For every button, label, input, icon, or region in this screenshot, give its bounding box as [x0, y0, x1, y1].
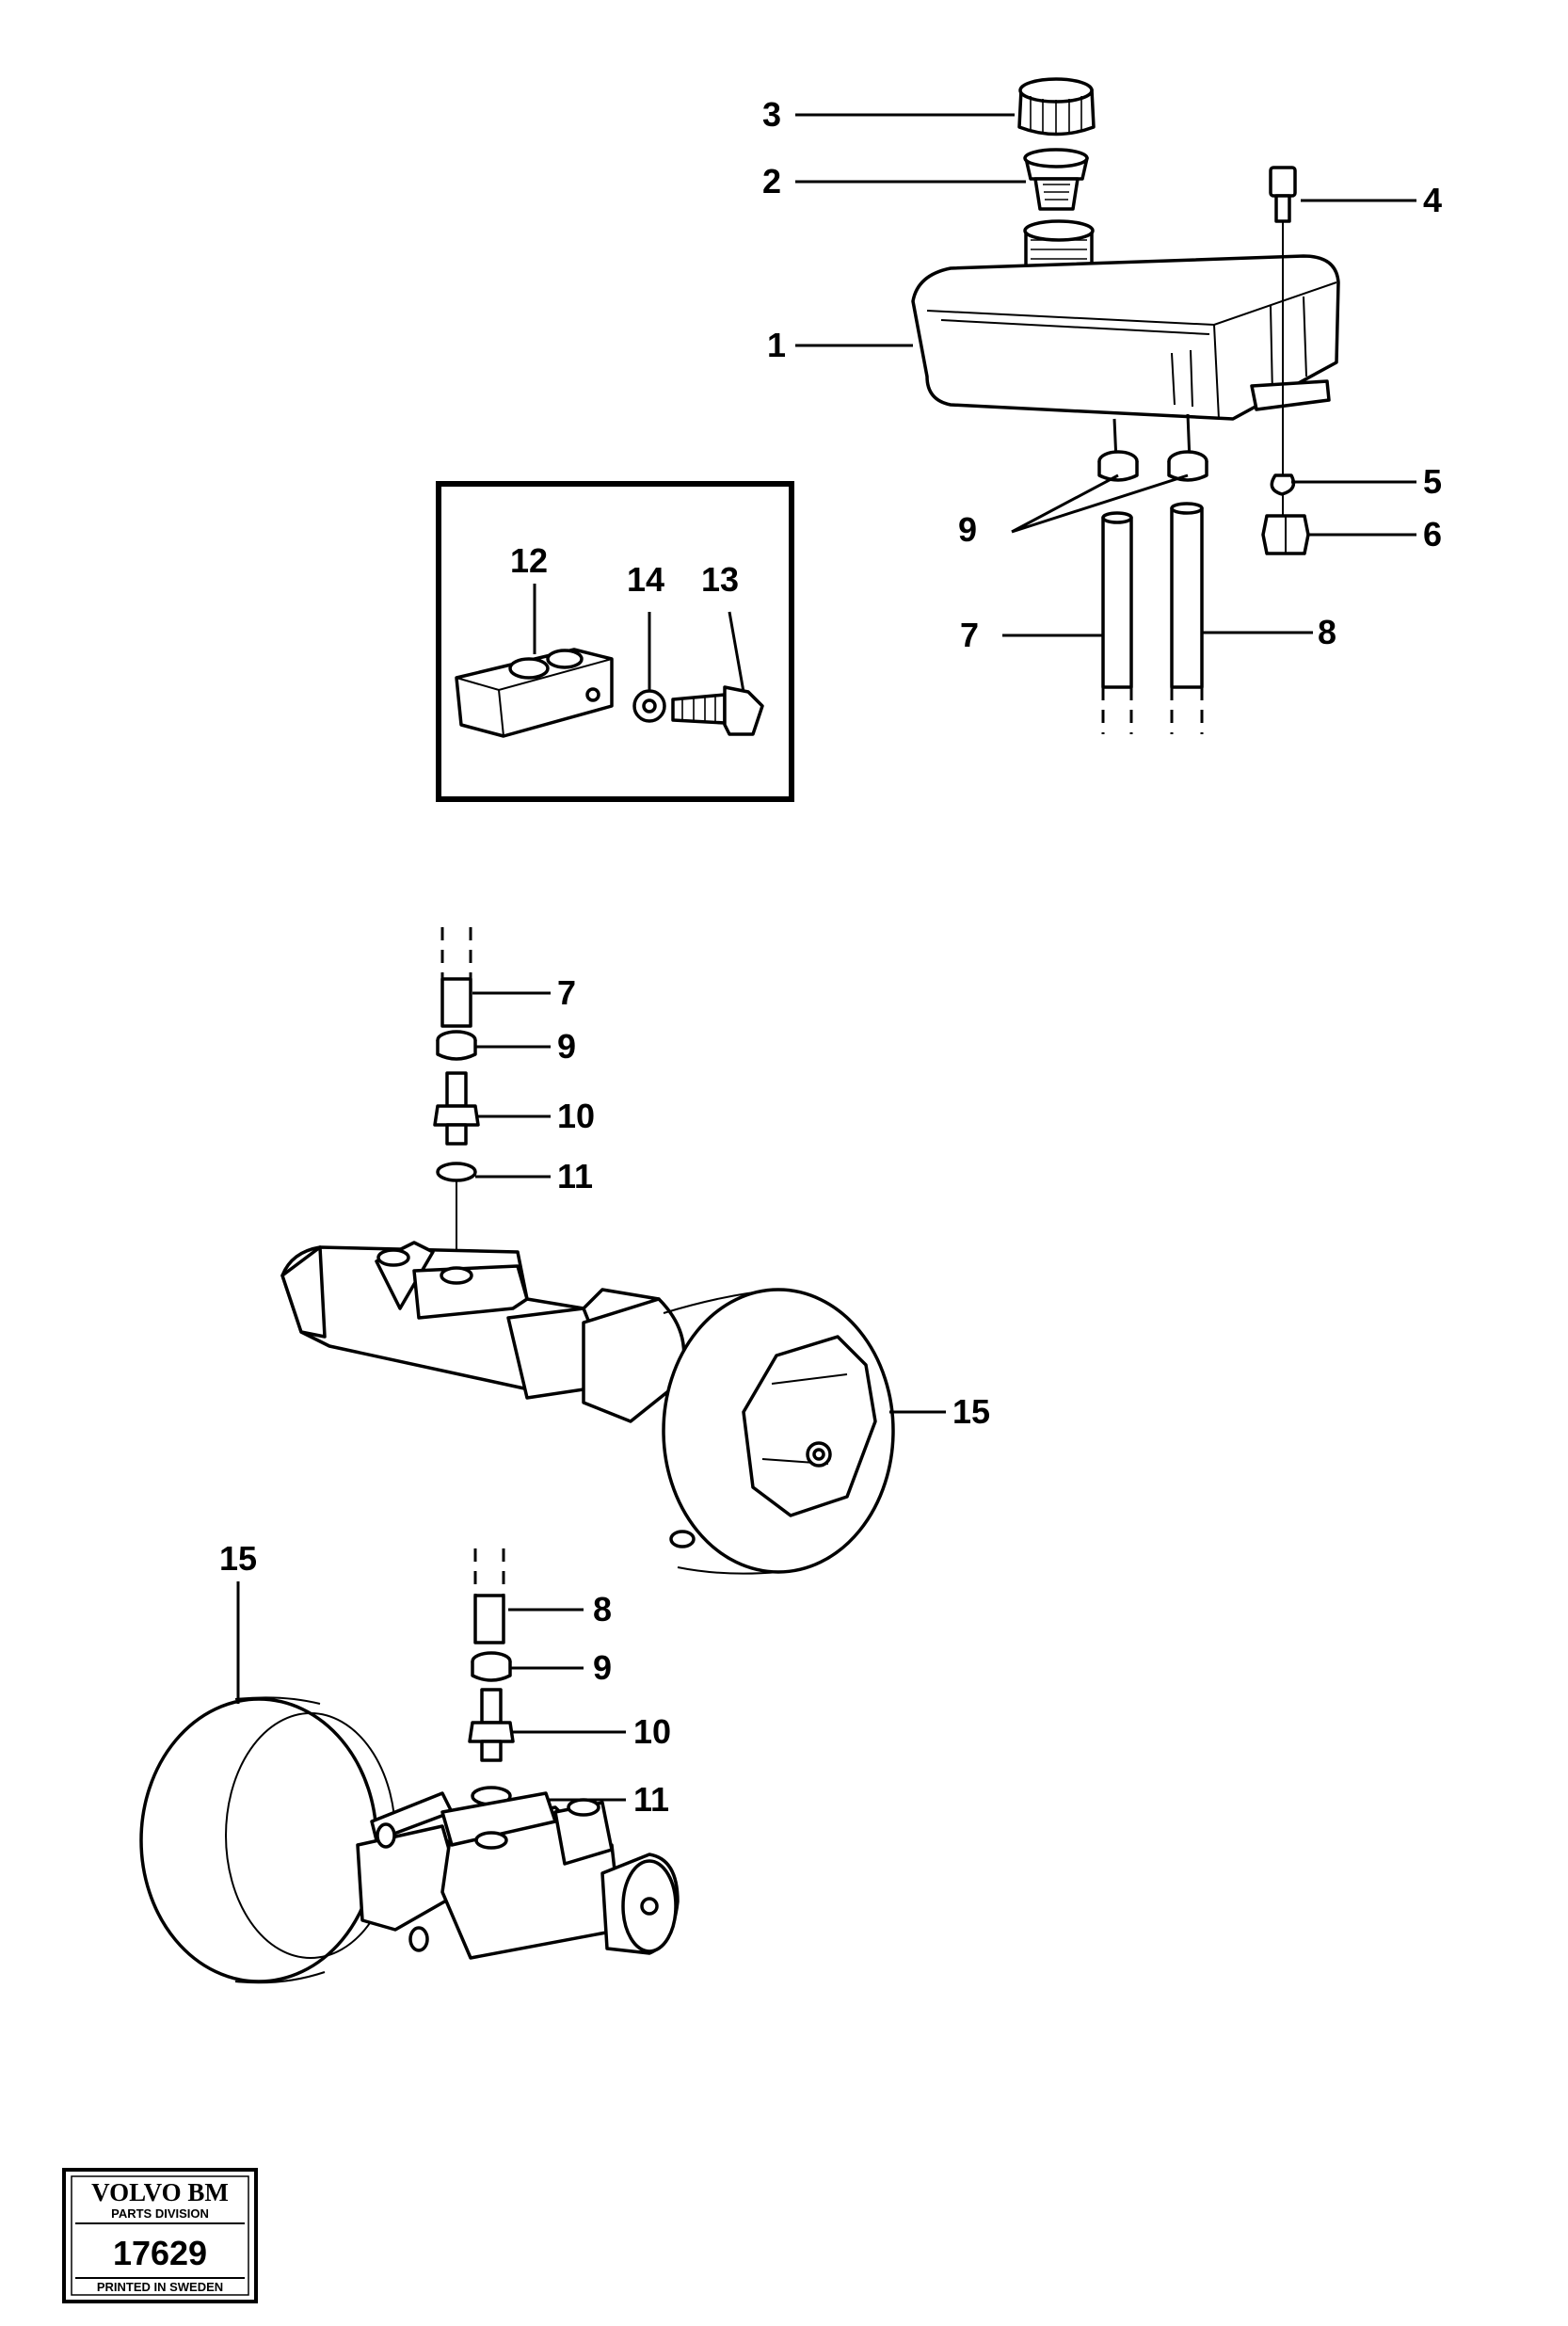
- lower-master-cylinder: [139, 1696, 680, 1984]
- callout-labels: 3 2 4 1 5 6 9 7 8 12 14 13 7 9 10 11 15 …: [219, 95, 1442, 1819]
- callout-9-mid: 9: [557, 1027, 576, 1066]
- bolt-4: [1269, 166, 1297, 527]
- callout-15-upper: 15: [952, 1392, 990, 1431]
- callout-8-top: 8: [1318, 613, 1336, 651]
- inset-detail-box: [436, 481, 794, 802]
- callout-10-low: 10: [633, 1712, 671, 1751]
- callout-9-top: 9: [958, 510, 977, 549]
- hoses-7-8: [1101, 502, 1204, 734]
- nut-6: [1261, 514, 1310, 555]
- callout-4: 4: [1423, 181, 1442, 219]
- callout-12: 12: [510, 541, 548, 580]
- callout-14: 14: [627, 560, 664, 599]
- filler-cap: [1017, 77, 1096, 136]
- callout-7-mid: 7: [557, 973, 576, 1012]
- hose-clamps-9: [1097, 413, 1208, 482]
- callout-7-top: 7: [960, 616, 979, 654]
- callout-11-low: 11: [633, 1780, 669, 1819]
- stamp-printed: PRINTED IN SWEDEN: [97, 2280, 223, 2294]
- stamp-number: 17629: [113, 2234, 207, 2272]
- volvo-bm-stamp: VOLVO BM PARTS DIVISION 17629 PRINTED IN…: [62, 2168, 258, 2303]
- stamp-division: PARTS DIVISION: [111, 2206, 209, 2221]
- callout-9-low: 9: [593, 1648, 612, 1687]
- callout-13: 13: [701, 560, 739, 599]
- callout-6: 6: [1423, 515, 1442, 553]
- fluid-reservoir: [911, 219, 1340, 421]
- callout-1: 1: [767, 326, 786, 364]
- callout-5: 5: [1423, 462, 1442, 501]
- callout-10-mid: 10: [557, 1097, 595, 1135]
- upper-fitting-stack: [433, 927, 480, 1261]
- strainer: [1023, 148, 1089, 211]
- upper-master-cylinder: [280, 1241, 895, 1575]
- clip-5: [1270, 473, 1296, 496]
- callout-2: 2: [762, 162, 781, 201]
- stamp-brand: VOLVO BM: [91, 2178, 229, 2206]
- callout-8-low: 8: [593, 1590, 612, 1628]
- callout-11-mid: 11: [557, 1157, 593, 1195]
- callout-3: 3: [762, 95, 781, 134]
- callout-15-lower: 15: [219, 1539, 257, 1578]
